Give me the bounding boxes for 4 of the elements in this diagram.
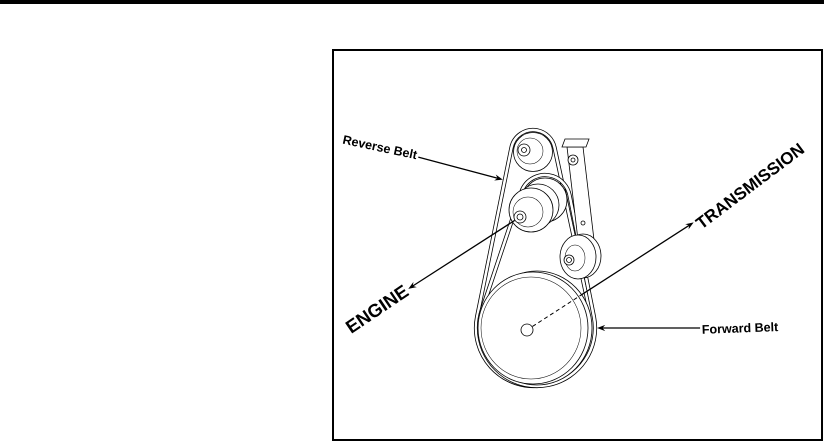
drive-belt (476, 172, 597, 388)
callout-label: Reverse Belt (342, 135, 418, 160)
callout-label: Forward Belt (702, 322, 778, 334)
drive-belt (474, 128, 594, 388)
